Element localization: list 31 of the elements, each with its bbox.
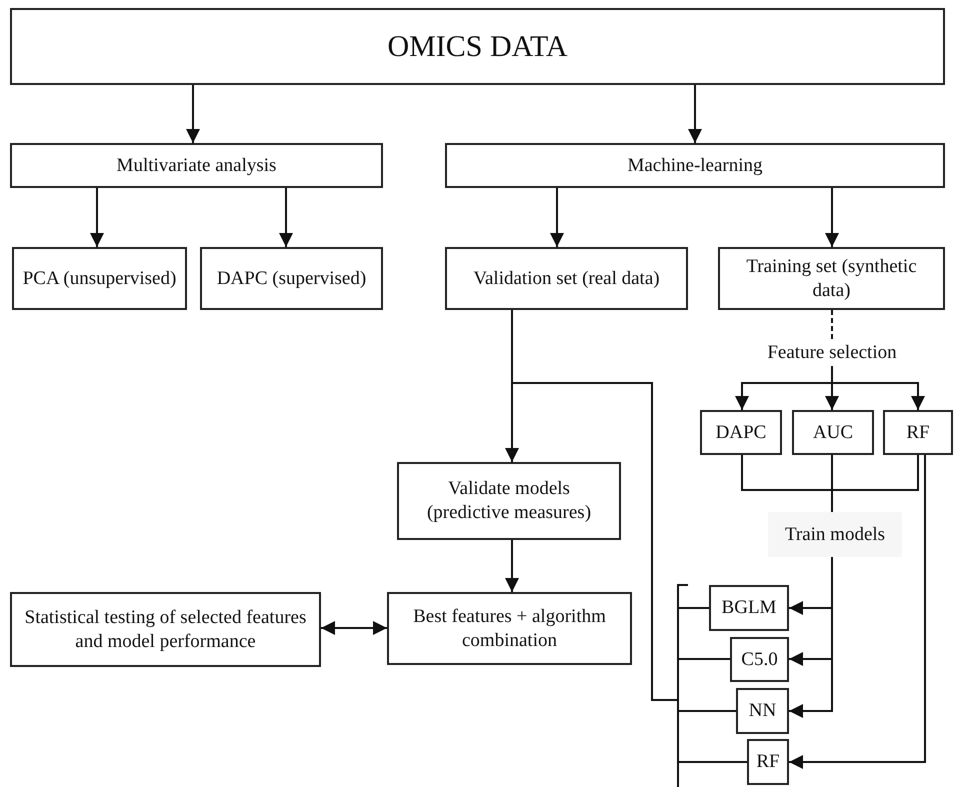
arrow	[186, 85, 200, 143]
process-box: Statistical testing of selected features and model performance	[10, 592, 321, 667]
process-box: OMICS DATA	[10, 8, 945, 85]
arrow	[505, 540, 519, 592]
process-box: PCA (unsupervised)	[12, 247, 187, 310]
process-box: AUC	[792, 410, 874, 455]
connector-line	[831, 310, 833, 340]
process-box: RF	[883, 410, 953, 455]
step-label: Train models	[768, 512, 902, 557]
process-box: Machine-learning	[445, 143, 945, 188]
arrow	[550, 188, 564, 247]
process-box: NN	[736, 688, 789, 734]
process-box: Validate models (predictive measures)	[397, 462, 621, 540]
process-box: Validation set (real data)	[445, 247, 688, 310]
process-box: RF	[747, 739, 789, 785]
process-box: C5.0	[730, 637, 789, 682]
process-box: Best features + algorithm combination	[387, 592, 632, 665]
arrow	[825, 188, 839, 247]
arrow	[789, 557, 833, 718]
arrow	[279, 188, 293, 247]
process-box: DAPC (supervised)	[200, 247, 383, 310]
arrow	[831, 366, 925, 410]
arrow	[90, 188, 104, 247]
arrow	[789, 455, 926, 769]
arrow	[321, 621, 387, 635]
process-box: Training set (synthetic data)	[718, 247, 945, 310]
process-box: Multivariate analysis	[10, 143, 383, 188]
arrow	[688, 85, 702, 143]
connector-line	[831, 455, 919, 512]
process-box: BGLM	[709, 585, 789, 631]
process-box: DAPC	[700, 410, 782, 455]
